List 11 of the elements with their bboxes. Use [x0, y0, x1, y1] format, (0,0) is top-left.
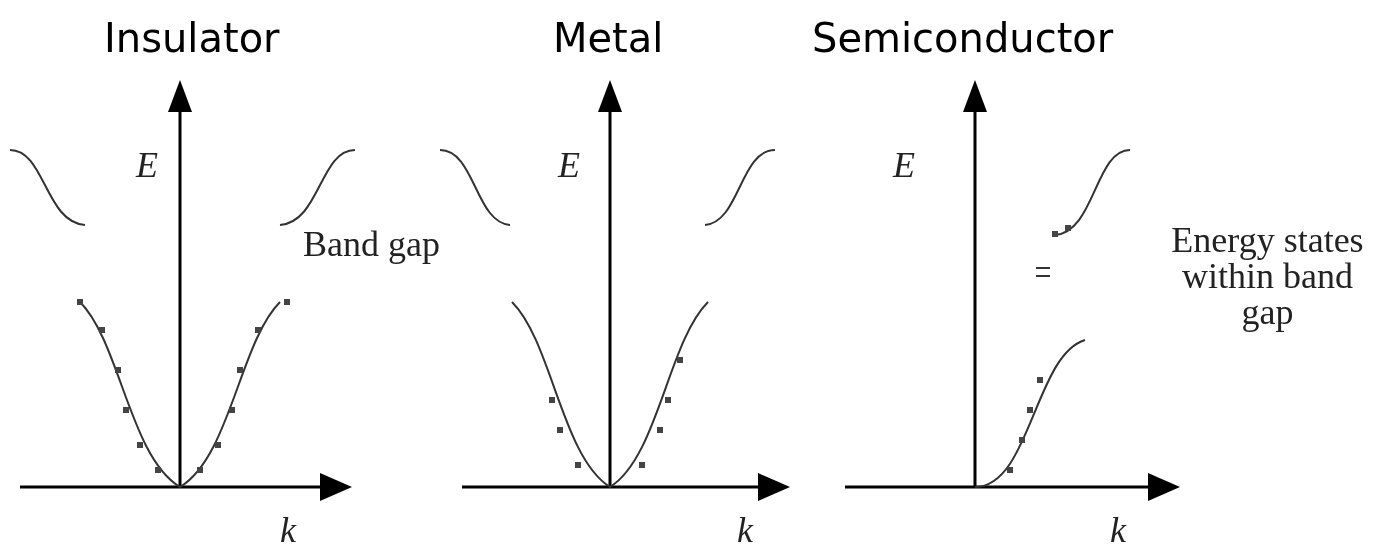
- axis-label: E: [558, 147, 580, 183]
- panel-title: Metal: [553, 18, 664, 58]
- axis-label: k: [280, 512, 296, 548]
- axis-label: E: [893, 147, 915, 183]
- panel-title: Semiconductor: [812, 18, 1114, 58]
- axis-label: k: [1110, 512, 1126, 548]
- annotation-text: Band gap: [303, 226, 440, 262]
- axis-label: E: [136, 147, 158, 183]
- axis-label: k: [737, 512, 753, 548]
- annotation-text: Energy states within band gap: [1170, 222, 1365, 330]
- panel-title: Insulator: [104, 18, 280, 58]
